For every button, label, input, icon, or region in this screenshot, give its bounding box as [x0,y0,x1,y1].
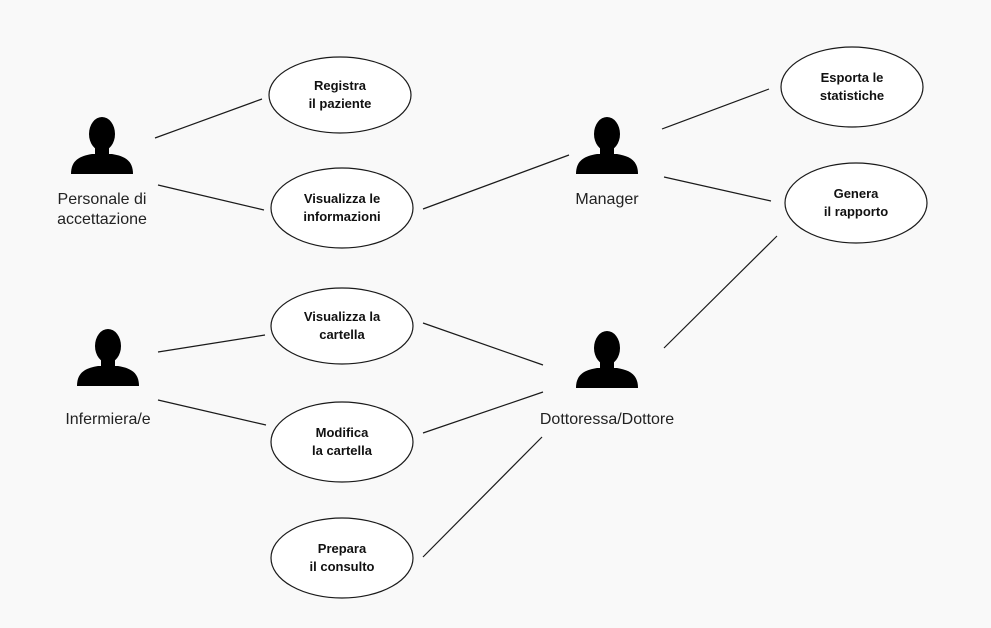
use-case-gen[interactable]: Genera il rapporto [784,162,928,244]
use-case-mod[interactable]: Modifica la cartella [270,401,414,483]
association-line-doc-mod [422,391,544,434]
use-case-ellipse [270,401,414,483]
use-case-label: il paziente [309,96,372,111]
use-case-label: Modifica [316,425,369,440]
actor-nur: Infermiera/e [65,329,151,428]
use-case-label: Visualizza le [304,191,380,206]
association-line-doc-prep [422,436,543,558]
use-case-ellipse [780,46,924,128]
association-line-mgr-vis [422,154,570,210]
use-case-prep[interactable]: Prepara il consulto [270,517,414,599]
association-line-mgr-exp [661,88,770,130]
association-line-acc-vis [157,184,265,211]
use-case-ellipse [268,56,412,134]
use-case-label: Esporta le [821,70,884,85]
use-case-label: Registra [314,78,367,93]
use-case-ellipse [270,287,414,365]
actor-label: Dottoressa/Dottore [540,411,674,428]
association-line-doc-gen [663,235,778,349]
actor-mgr: Manager [575,117,639,208]
actor-doc: Dottoressa/Dottore [540,331,674,428]
use-case-label: statistiche [820,88,884,103]
use-case-label: il consulto [310,559,375,574]
use-case-label: informazioni [303,209,380,224]
use-case-label: cartella [319,327,365,342]
actor-label: Personale di [58,191,147,208]
association-line-mgr-gen [663,176,772,202]
actor-acc: Personale di accettazione [57,117,147,228]
use-case-vcar[interactable]: Visualizza la cartella [270,287,414,365]
association-line-acc-reg [154,98,263,139]
actor-label: Manager [575,191,639,208]
use-case-reg[interactable]: Registra il paziente [268,56,412,134]
use-case-ellipse [270,517,414,599]
association-line-nur-mod [157,399,267,426]
use-case-ellipse [784,162,928,244]
person-icon [71,117,133,174]
person-icon [576,331,638,388]
use-case-label: Visualizza la [304,309,381,324]
use-case-label: Genera [834,186,880,201]
actor-label: accettazione [57,211,147,228]
use-case-label: la cartella [312,443,373,458]
association-line-nur-vcar [157,334,266,353]
person-icon [77,329,139,386]
use-case-vis[interactable]: Visualizza le informazioni [270,167,414,249]
use-case-exp[interactable]: Esporta le statistiche [780,46,924,128]
use-case-label: Prepara [318,541,367,556]
actor-label: Infermiera/e [65,411,150,428]
use-case-label: il rapporto [824,204,888,219]
use-case-ellipse [270,167,414,249]
person-icon [576,117,638,174]
association-line-doc-vcar [422,322,544,366]
